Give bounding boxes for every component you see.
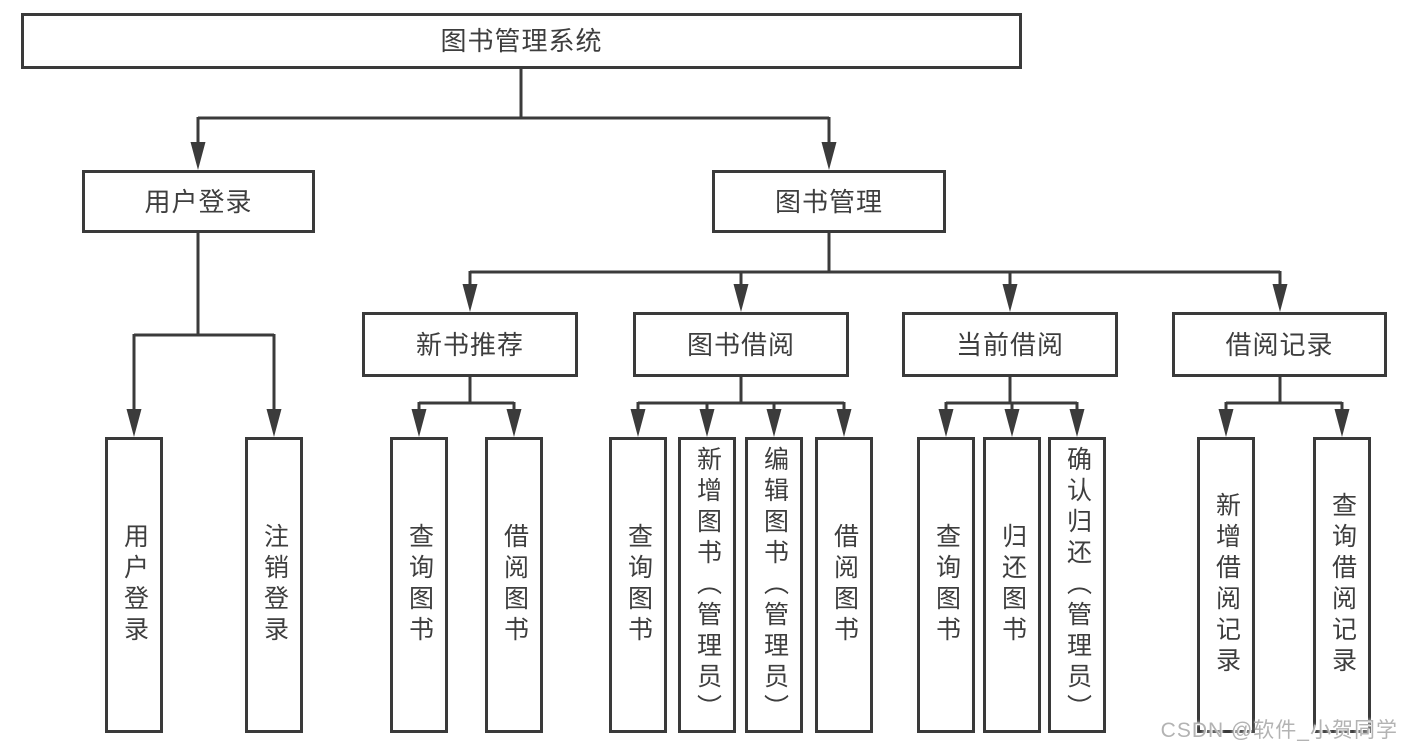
node-current-borrowing: 当前借阅 xyxy=(902,312,1118,377)
leaf-borrow-books-recommend: 借阅图书 xyxy=(485,437,543,733)
node-borrowing-records: 借阅记录 xyxy=(1172,312,1387,377)
leaf-user-login: 用户登录 xyxy=(105,437,163,733)
leaf-query-borrow-record: 查询借阅记录 xyxy=(1313,437,1371,733)
node-book-management: 图书管理 xyxy=(712,170,946,233)
leaf-confirm-return-admin: 确认归还（管理员） xyxy=(1048,437,1106,733)
csdn-watermark: CSDN @软件_小贺同学 xyxy=(1160,719,1398,742)
node-new-book-recommendation: 新书推荐 xyxy=(362,312,578,377)
leaf-borrow-books: 借阅图书 xyxy=(815,437,873,733)
leaf-add-borrow-record: 新增借阅记录 xyxy=(1197,437,1255,733)
leaf-query-books-borrow: 查询图书 xyxy=(609,437,667,733)
leaf-add-book-admin: 新增图书（管理员） xyxy=(678,437,736,733)
node-user-login: 用户登录 xyxy=(82,170,315,233)
leaf-query-books-current: 查询图书 xyxy=(917,437,975,733)
node-book-borrowing: 图书借阅 xyxy=(633,312,849,377)
leaf-query-books-recommend: 查询图书 xyxy=(390,437,448,733)
node-library-management-system: 图书管理系统 xyxy=(21,13,1022,69)
leaf-edit-book-admin: 编辑图书（管理员） xyxy=(745,437,803,733)
leaf-return-book: 归还图书 xyxy=(983,437,1041,733)
leaf-logout: 注销登录 xyxy=(245,437,303,733)
